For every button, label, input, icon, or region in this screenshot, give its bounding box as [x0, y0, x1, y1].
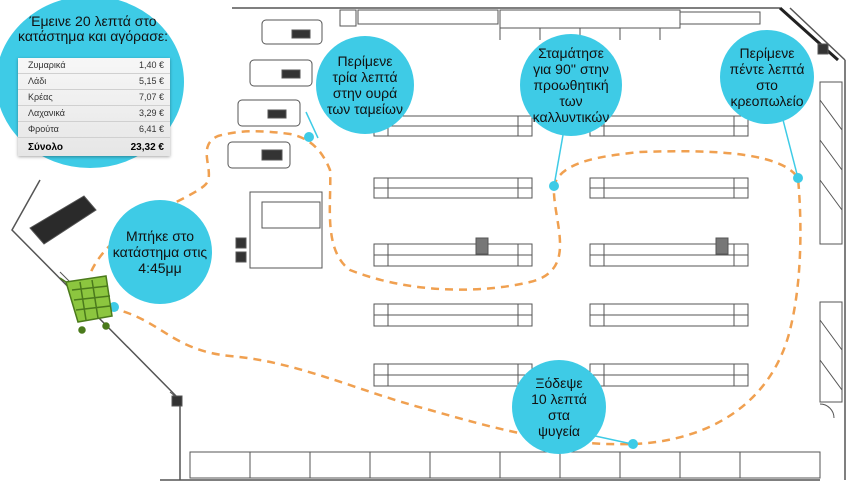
shopping-cart-icon — [59, 275, 113, 334]
receipt-total-row: Σύνολο 23,32 € — [18, 138, 170, 158]
path-marker-fridges — [628, 439, 638, 449]
service-booth — [249, 191, 323, 269]
receipt-title: Έμεινε 20 λεπτά στο κατάστημα και αγόρασ… — [18, 13, 168, 44]
receipt-item-name: Λάδι — [28, 76, 47, 86]
checkout-counters — [227, 19, 323, 169]
receipt: Ζυμαρικά 1,40 € Λάδι 5,15 € Κρέας 7,07 €… — [18, 58, 170, 156]
right-wall-fridges — [819, 81, 843, 403]
receipt-item-price: 6,41 € — [138, 124, 164, 134]
receipt-item-name: Κρέας — [28, 92, 53, 102]
receipt-item-name: Λαχανικά — [28, 108, 65, 118]
annotation-entered: Μπήκε στο κατάστημα στις 4:45μμ — [108, 200, 212, 304]
path-marker-checkout — [304, 132, 314, 142]
annotation-cosmetics-text: Σταμάτησε για 90'' στην προωθητική των κ… — [532, 45, 610, 125]
receipt-item-price: 1,40 € — [138, 60, 164, 70]
path-marker-cosmetics — [549, 181, 559, 191]
annotation-fridges: Ξόδεψε 10 λεπτά στα ψυγεία — [512, 360, 606, 454]
receipt-row: Κρέας 7,07 € — [18, 90, 170, 106]
receipt-row: Φρούτα 6,41 € — [18, 122, 170, 138]
receipt-total-label: Σύνολο — [28, 142, 64, 153]
store-outer-wall — [160, 7, 846, 481]
annotation-checkout-text: Περίμενε τρία λεπτά στην ουρά των ταμείω… — [327, 53, 403, 117]
annotation-checkout: Περίμενε τρία λεπτά στην ουρά των ταμείω… — [316, 36, 414, 134]
receipt-item-price: 5,15 € — [138, 76, 164, 86]
receipt-row: Λαχανικά 3,29 € — [18, 106, 170, 122]
receipt-item-price: 3,29 € — [138, 108, 164, 118]
receipt-row: Λάδι 5,15 € — [18, 74, 170, 90]
annotation-entered-text: Μπήκε στο κατάστημα στις 4:45μμ — [112, 228, 208, 276]
shelf-rows-left — [373, 115, 533, 387]
receipt-item-name: Φρούτα — [28, 124, 59, 134]
path-marker-butcher — [793, 173, 803, 183]
entrance-cabinets — [29, 195, 97, 245]
top-wall-shelving — [339, 9, 761, 40]
annotation-fridges-text: Ξόδεψε 10 λεπτά στα ψυγεία — [531, 375, 587, 439]
receipt-total-value: 23,32 € — [130, 142, 164, 153]
annotation-butcher: Περίμενε πέντε λεπτά στο κρεοπωλείο — [720, 30, 814, 124]
right-door — [819, 403, 835, 419]
bottom-wall-fridges — [189, 451, 821, 479]
annotation-cosmetics: Σταμάτησε για 90'' στην προωθητική των κ… — [520, 34, 622, 136]
receipt-row: Ζυμαρικά 1,40 € — [18, 58, 170, 74]
receipt-item-price: 7,07 € — [138, 92, 164, 102]
shelf-rows-right — [589, 115, 749, 387]
receipt-item-name: Ζυμαρικά — [28, 60, 66, 70]
annotation-butcher-text: Περίμενε πέντε λεπτά στο κρεοπωλείο — [729, 45, 805, 109]
